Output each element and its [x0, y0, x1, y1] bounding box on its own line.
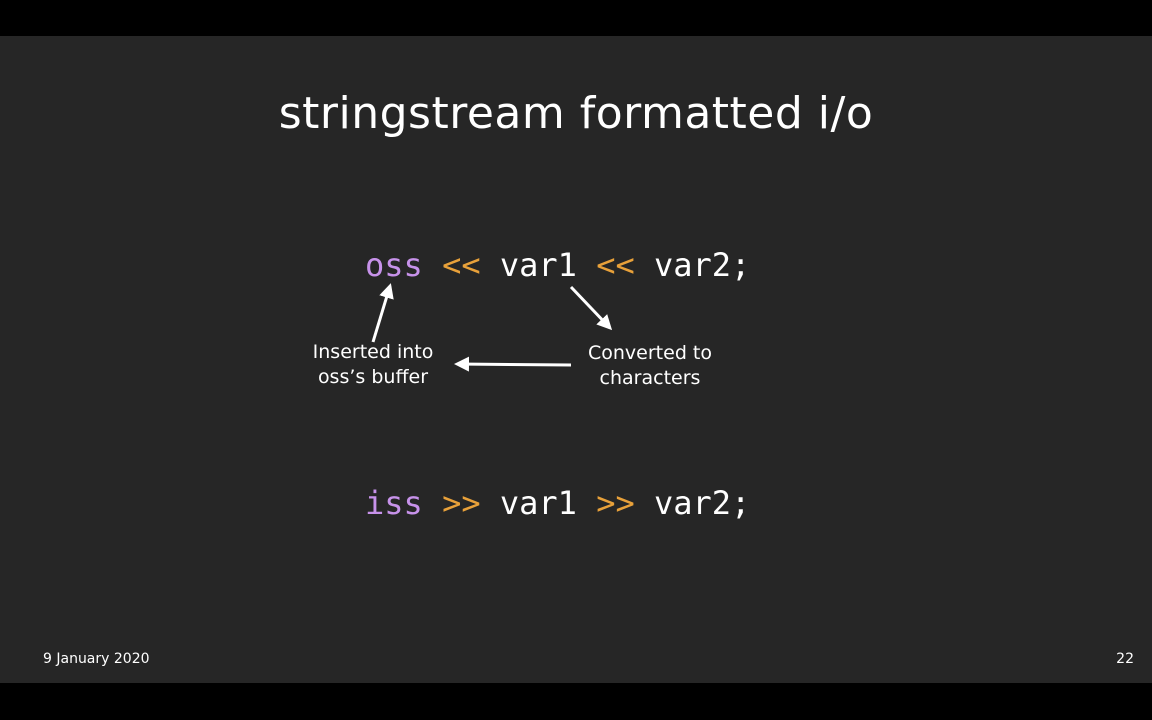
code-token-var1: var1: [499, 246, 577, 284]
slide-title: stringstream formatted i/o: [278, 88, 874, 139]
code-token-insert-op-1: <<: [442, 246, 481, 284]
arrow-to-oss: [371, 283, 394, 343]
code-token-oss: oss: [365, 246, 423, 284]
code-token-extract-op-1: >>: [442, 484, 481, 522]
code-token-var2: var2;: [653, 246, 751, 284]
code-token-var2: var2;: [653, 484, 751, 522]
annotation-left-line-2: oss’s buffer: [317, 366, 429, 388]
annotation-converted-to-characters: Converted to characters: [565, 341, 735, 391]
slide-date: 9 January 2020: [43, 651, 150, 667]
code-line-output: oss << var1 << var2;: [365, 246, 750, 284]
annotation-right-line-1: Converted to: [588, 342, 712, 364]
annotation-left-line-1: Inserted into: [312, 341, 434, 363]
arrow-var1-to-converted: [569, 285, 613, 331]
code-token-extract-op-2: >>: [596, 484, 635, 522]
code-token-var1: var1: [499, 484, 577, 522]
letterbox-top: [0, 0, 1152, 36]
letterbox-bottom: [0, 683, 1152, 720]
annotation-arrows: [371, 283, 613, 372]
code-line-input: iss >> var1 >> var2;: [365, 484, 750, 522]
arrow-converted-to-buffer: [454, 356, 572, 372]
presentation-slide: stringstream formatted i/o oss << var1 <…: [0, 36, 1152, 683]
slide-page-number: 22: [1116, 651, 1134, 667]
code-token-insert-op-2: <<: [596, 246, 635, 284]
code-token-iss: iss: [365, 484, 423, 522]
annotation-inserted-into-buffer: Inserted into oss’s buffer: [290, 340, 456, 390]
annotation-right-line-2: characters: [599, 367, 701, 389]
